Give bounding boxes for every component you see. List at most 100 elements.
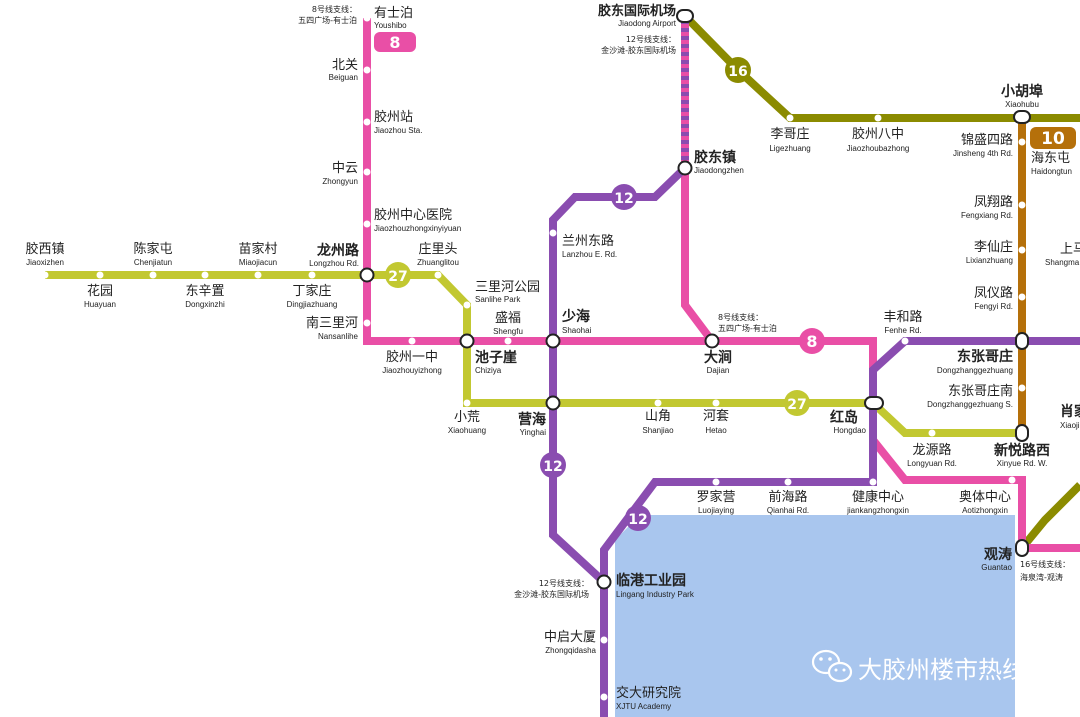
svg-text:Xiaohuang: Xiaohuang <box>448 426 486 435</box>
station-ligezhuang[interactable]: 李哥庄 Ligezhuang <box>769 126 810 153</box>
svg-text:Dajian: Dajian <box>707 366 730 375</box>
svg-text:Dongxinzhi: Dongxinzhi <box>185 300 225 309</box>
station-jinsheng-4th-rd[interactable]: 锦盛四路 Jinsheng 4th Rd. <box>953 132 1013 158</box>
svg-text:胶州八中: 胶州八中 <box>852 126 904 142</box>
svg-text:金沙滩-胶东国际机场: 金沙滩-胶东国际机场 <box>514 589 589 599</box>
station-sanlihe-park[interactable]: 三里河公园 Sanlihe Park <box>475 280 540 304</box>
svg-text:李哥庄: 李哥庄 <box>770 126 809 142</box>
svg-text:Nansanlihe: Nansanlihe <box>318 332 359 341</box>
svg-text:Lingang Industry Park: Lingang Industry Park <box>616 590 695 599</box>
svg-text:东辛置: 东辛置 <box>185 284 224 299</box>
station-hongdao[interactable]: 红岛 Hongdao <box>830 409 867 435</box>
station-xinyue-rd-w[interactable]: 新悦路西 Xinyue Rd. W. <box>994 442 1050 468</box>
station-nansanlihe[interactable]: 南三里河 Nansanlihe <box>306 315 359 341</box>
line-8-route <box>363 18 1080 552</box>
station-chenjiatun[interactable]: 陈家屯 Chenjiatun <box>133 241 172 267</box>
station-huayuan[interactable]: 花园 Huayuan <box>84 283 116 309</box>
station-shaohai[interactable]: 少海 Shaohai <box>561 308 592 335</box>
station-jiaozhoubazhong[interactable]: 胶州八中 Jiaozhoubazhong <box>847 126 910 153</box>
svg-text:Jiaozhoubazhong: Jiaozhoubazhong <box>847 144 910 153</box>
svg-text:Fengyi Rd.: Fengyi Rd. <box>974 302 1013 311</box>
station-zhongqidasha[interactable]: 中启大厦 Zhongqidasha <box>544 630 597 655</box>
line-16-badge: 16 <box>725 57 751 83</box>
station-jiankangzhongxin[interactable]: 健康中心 jiankangzhongxin <box>846 489 909 515</box>
station-xiaohuang[interactable]: 小荒 Xiaohuang <box>448 410 486 435</box>
svg-text:Lanzhou E. Rd.: Lanzhou E. Rd. <box>562 250 617 259</box>
station-chiziya[interactable]: 池子崖 Chiziya <box>475 349 517 375</box>
station-aotizhongxin[interactable]: 奥体中心 Aotizhongxin <box>959 490 1011 515</box>
svg-text:8号线支线：: 8号线支线： <box>312 4 357 14</box>
station-lixianzhuang[interactable]: 李仙庄 Lixianzhuang <box>966 239 1013 265</box>
svg-text:龙源路: 龙源路 <box>912 442 951 458</box>
svg-text:南三里河: 南三里河 <box>306 315 358 331</box>
station-jiaozhouyizhong[interactable]: 胶州一中 Jiaozhouyizhong <box>382 349 442 375</box>
svg-text:中云: 中云 <box>332 161 358 176</box>
station-jiaodongzhen[interactable]: 胶东镇 Jiaodongzhen <box>694 149 744 175</box>
line-12-badge-north: 12 <box>611 184 637 210</box>
station-dongxinzhi[interactable]: 东辛置 Dongxinzhi <box>185 284 225 309</box>
station-youshibo[interactable]: 有士泊 Youshibo <box>374 6 413 30</box>
svg-text:Longyuan Rd.: Longyuan Rd. <box>907 459 957 468</box>
station-longyuan-rd[interactable]: 龙源路 Longyuan Rd. <box>907 442 957 468</box>
svg-text:金沙滩-胶东国际机场: 金沙滩-胶东国际机场 <box>601 45 676 55</box>
svg-text:观涛: 观涛 <box>984 546 1012 563</box>
station-dongzhanggezhuang-s[interactable]: 东张哥庄南 Dongzhanggezhuang S. <box>927 383 1013 409</box>
svg-text:12: 12 <box>628 512 647 528</box>
station-zhuanglitou[interactable]: 庄里头 Zhuanglitou <box>417 241 459 267</box>
svg-text:奥体中心: 奥体中心 <box>959 490 1011 505</box>
svg-text:Jinsheng 4th Rd.: Jinsheng 4th Rd. <box>953 149 1013 158</box>
station-guantao[interactable]: 观涛 Guantao <box>981 546 1012 572</box>
station-xiaohubu[interactable]: 小胡埠 Xiaohubu <box>1001 83 1043 109</box>
svg-text:Jiaodongzhen: Jiaodongzhen <box>694 166 744 175</box>
svg-text:Lixianzhuang: Lixianzhuang <box>966 256 1013 265</box>
svg-text:Hetao: Hetao <box>705 426 727 435</box>
line-12-badge-south: 12 <box>625 505 651 531</box>
station-fengxiang-rd[interactable]: 凤翔路 Fengxiang Rd. <box>961 194 1013 220</box>
station-shanjiao[interactable]: 山角 Shanjiao <box>642 409 674 435</box>
station-longzhou[interactable]: 龙州路 Longzhou Rd. <box>309 242 360 268</box>
svg-text:Shaohai: Shaohai <box>562 326 592 335</box>
svg-text:Jiaodong Airport: Jiaodong Airport <box>618 19 677 28</box>
svg-text:陈家屯: 陈家屯 <box>133 241 172 257</box>
station-lingang-industry-park[interactable]: 临港工业园 Lingang Industry Park <box>616 572 695 599</box>
station-fengyi-rd[interactable]: 凤仪路 Fengyi Rd. <box>974 285 1013 311</box>
svg-text:16号线支线：: 16号线支线： <box>1020 559 1070 569</box>
svg-text:jiankangzhongxin: jiankangzhongxin <box>846 506 909 515</box>
station-dingjiazhuang[interactable]: 丁家庄 Dingjiazhuang <box>287 283 338 309</box>
svg-text:河套: 河套 <box>703 408 729 424</box>
svg-text:海泉湾-观涛: 海泉湾-观涛 <box>1020 572 1063 582</box>
station-jiaodong-airport[interactable]: 胶东国际机场 Jiaodong Airport <box>598 3 677 28</box>
station-xjtu-academy[interactable]: 交大研究院 XJTU Academy <box>616 685 681 711</box>
station-hetao[interactable]: 河套 Hetao <box>703 408 729 435</box>
svg-text:Aotizhongxin: Aotizhongxin <box>962 506 1008 515</box>
station-yinghai[interactable]: 营海 Yinghai <box>518 411 546 437</box>
station-lanzhou-e-rd[interactable]: 兰州东路 Lanzhou E. Rd. <box>562 233 617 259</box>
svg-text:交大研究院: 交大研究院 <box>616 685 681 701</box>
station-jiaoxizhen[interactable]: 胶西镇 Jiaoxizhen <box>25 241 64 267</box>
station-miaojiacun[interactable]: 苗家村 Miaojiacun <box>238 241 277 267</box>
station-dajian[interactable]: 大涧 Dajian <box>704 349 732 375</box>
svg-text:上马: 上马 <box>1060 242 1080 257</box>
station-luojiaying[interactable]: 罗家营 Luojiaying <box>696 489 735 515</box>
station-zhongyun[interactable]: 中云 Zhongyun <box>322 161 358 186</box>
station-fenhe-rd[interactable]: 丰和路 Fenhe Rd. <box>883 309 922 335</box>
svg-text:营海: 营海 <box>518 411 546 428</box>
sea-area <box>615 515 1015 717</box>
station-jiaozhou-central-hospital[interactable]: 胶州中心医院 Jiaozhouzhongxinyiyuan <box>374 207 461 233</box>
svg-text:Chiziya: Chiziya <box>475 366 502 375</box>
svg-text:Zhuanglitou: Zhuanglitou <box>417 258 459 267</box>
station-haidongtun[interactable]: 海东屯 Haidongtun <box>1031 151 1072 176</box>
station-shengfu[interactable]: 盛福 Shengfu <box>493 311 523 336</box>
svg-text:盛福: 盛福 <box>495 311 521 326</box>
station-jiaozhou-sta[interactable]: 胶州站 Jiaozhou Sta. <box>374 109 422 135</box>
station-beiguan[interactable]: 北关 Beiguan <box>329 58 358 82</box>
station-shangma[interactable]: 上马 Shangma <box>1045 242 1080 267</box>
svg-text:健康中心: 健康中心 <box>852 489 904 505</box>
svg-text:兰州东路: 兰州东路 <box>562 233 614 249</box>
station-dongzhanggezhuang[interactable]: 东张哥庄 Dongzhanggezhuang <box>937 348 1013 375</box>
svg-text:肖家: 肖家 <box>1060 403 1080 420</box>
svg-text:池子崖: 池子崖 <box>475 349 517 366</box>
station-qianhai-rd[interactable]: 前海路 Qianhai Rd. <box>767 489 809 515</box>
svg-text:12: 12 <box>614 191 633 207</box>
station-xiaojia[interactable]: 肖家 Xiaojia <box>1060 403 1080 430</box>
